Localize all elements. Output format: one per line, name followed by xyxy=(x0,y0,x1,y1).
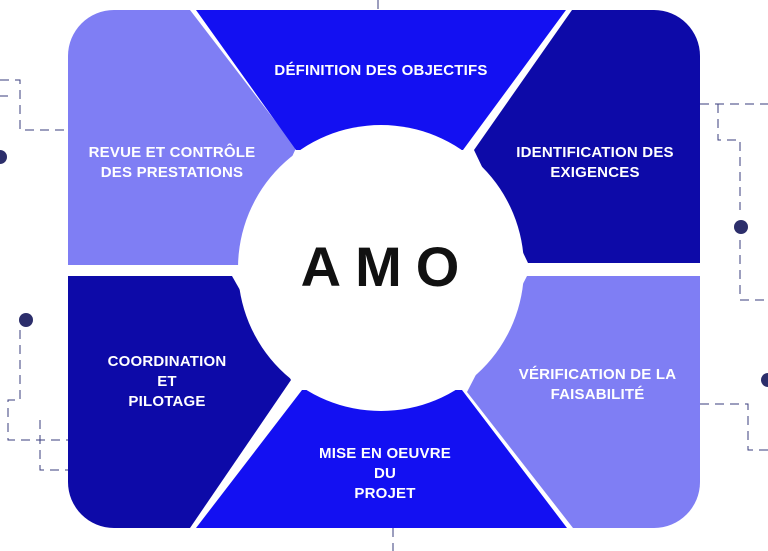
segments xyxy=(68,10,700,528)
dash-line xyxy=(39,420,70,471)
dash-line xyxy=(0,79,70,131)
dot xyxy=(761,373,768,387)
center-circle xyxy=(238,125,524,411)
dash-line xyxy=(700,403,768,451)
segment-bottom-left xyxy=(68,276,291,528)
segment-bottom xyxy=(196,390,567,528)
segment-label-top: DÉFINITION DES OBJECTIFS xyxy=(246,61,516,81)
dash-line xyxy=(7,330,70,441)
dot xyxy=(734,220,748,234)
segment-bottom-right xyxy=(467,276,700,528)
label-text: DÉFINITION DES OBJECTIFS xyxy=(274,62,488,79)
dash-line xyxy=(739,240,768,301)
dot xyxy=(0,150,7,164)
segment-top-left xyxy=(68,10,296,265)
decorative-dots xyxy=(0,150,768,387)
segment-top xyxy=(196,10,566,150)
center-label: AMO xyxy=(300,235,474,298)
dot xyxy=(19,313,33,327)
segment-top-right xyxy=(474,10,700,263)
dash-line xyxy=(717,104,741,210)
